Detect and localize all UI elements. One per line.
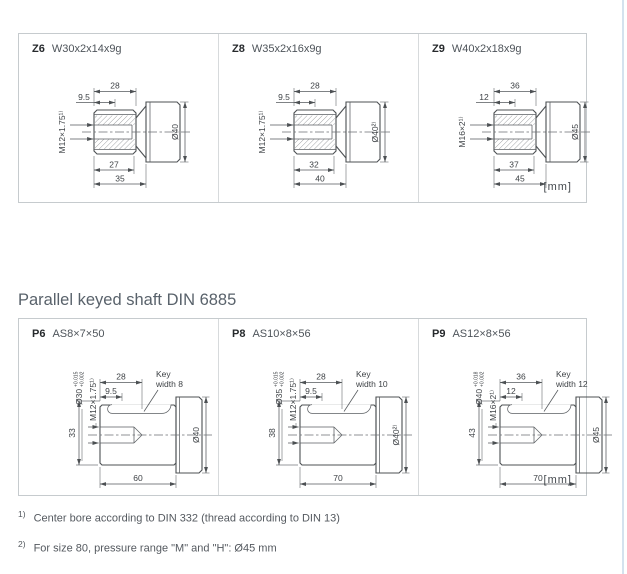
thread-label-group: M16×2¹⁾ xyxy=(488,390,498,421)
panel-cell-p8: P8 AS10×8×56 Ø35 +0.015 +0.002 M12×1.75¹⁾… xyxy=(218,319,418,495)
variant-code: Z9 xyxy=(432,43,445,55)
footnote-text: Center bore according to DIN 332 (thread… xyxy=(33,512,340,525)
dim-offset-label: 12 xyxy=(506,386,516,396)
shaft-diameter-label-group: Ø35 +0.015 +0.002 xyxy=(273,371,285,405)
dim-left-label: 38 xyxy=(267,428,277,438)
technical-drawing-z9: 36 12 M16×2¹⁾ Ø45 37 45 xyxy=(457,81,618,194)
tolerance-upper-label: +0.015 xyxy=(273,371,279,387)
panel-cell-p6: P6 AS8×7×50 Ø30 +0.015 +0.002 M12×1.75¹⁾ … xyxy=(19,319,218,495)
dim-offset-label: 9.5 xyxy=(78,92,90,102)
variant-code: P8 xyxy=(232,328,246,340)
tolerance-lower-label: +0.002 xyxy=(480,371,486,387)
dim-bottom1-label: 37 xyxy=(509,160,519,170)
variant-spec: W30x2x14x9g xyxy=(51,43,122,55)
dim-offset-label: 12 xyxy=(479,92,489,102)
key-width-label-line1: Key xyxy=(356,369,371,379)
dim-top-label: 28 xyxy=(110,81,120,91)
dim-bottom1-label: 27 xyxy=(109,160,119,170)
diameter-label: Ø40²⁾ xyxy=(370,122,380,143)
cell-header: P9 AS12×8×56 xyxy=(432,327,618,341)
panel-cell-p9: P9 AS12×8×56 Ø40 +0.018 +0.002 M16×2¹⁾ 12… xyxy=(418,319,618,495)
dim-bottom2-label: 40 xyxy=(315,174,325,184)
variant-spec: W35x2x16x9g xyxy=(251,43,322,55)
diameter-label: Ø40²⁾ xyxy=(391,425,401,446)
diameter-label: Ø45 xyxy=(591,427,601,443)
technical-drawing-z8: 28 9.5 M12×1.75¹⁾ Ø40²⁾ 32 40 xyxy=(257,81,418,194)
variant-code: P6 xyxy=(32,328,46,340)
unit-label: [mm] xyxy=(543,181,572,193)
dim-bottom-label: 70 xyxy=(533,473,543,483)
diameter-label: Ø40 xyxy=(191,427,201,443)
technical-drawing-z6: 28 9.5 M12×1.75¹⁾ Ø40 27 35 xyxy=(57,81,218,194)
thread-label: M16×2¹⁾ xyxy=(488,390,498,421)
technical-drawing-p9: Ø40 +0.018 +0.002 M16×2¹⁾ 12 36 Key widt… xyxy=(467,369,618,493)
dim-offset-label: 9.5 xyxy=(105,386,117,396)
diameter-label: Ø40 xyxy=(170,124,180,140)
footnote-marker: 1) xyxy=(18,509,26,519)
thread-label: M16×2¹⁾ xyxy=(457,116,467,147)
cell-header: Z9 W40x2x18x9g xyxy=(432,42,618,56)
shaft-diameter-label: Ø40 xyxy=(474,389,484,405)
variant-spec: AS8×7×50 xyxy=(52,328,105,340)
thread-label: M12×1.75¹⁾ xyxy=(88,378,98,421)
cell-header: P8 AS10×8×56 xyxy=(232,327,418,341)
dim-top-label: 28 xyxy=(116,372,126,382)
footnote-text: For size 80, pressure range "M" and "H":… xyxy=(33,542,277,555)
cell-header: Z6 W30x2x14x9g xyxy=(32,42,218,56)
footnote-1: 1) Center bore according to DIN 332 (thre… xyxy=(18,509,340,525)
splined-shaft-panel: Z6 W30x2x14x9g 28 9.5 M12×1.75¹⁾ Ø40 27 3… xyxy=(18,33,587,203)
key-width-label-line1: Key xyxy=(556,369,571,379)
diameter-label: Ø45 xyxy=(570,124,580,140)
cell-header: Z8 W35x2x16x9g xyxy=(232,42,418,56)
dim-left-label: 33 xyxy=(67,428,77,438)
variant-spec: W40x2x18x9g xyxy=(451,43,522,55)
variant-spec: AS10×8×56 xyxy=(252,328,311,340)
dim-top-label: 36 xyxy=(516,372,526,382)
key-width-label-line2: width 12 xyxy=(555,379,588,389)
section-title: Parallel keyed shaft DIN 6885 xyxy=(18,291,237,309)
thread-label-group: M12×1.75¹⁾ xyxy=(288,378,298,421)
panel-cell-z9: Z9 W40x2x18x9g 36 12 M16×2¹⁾ Ø45 37 45 xyxy=(418,34,618,202)
dim-bottom-label: 60 xyxy=(133,473,143,483)
key-width-label-line2: width 10 xyxy=(355,379,388,389)
cell-header: P6 AS8×7×50 xyxy=(32,327,218,341)
shaft-diameter-label-group: Ø40 +0.018 +0.002 xyxy=(473,371,485,405)
technical-drawing-p8: Ø35 +0.015 +0.002 M12×1.75¹⁾ 9.5 28 Key … xyxy=(267,369,418,493)
key-width-label-line2: width 8 xyxy=(155,379,183,389)
dim-bottom-label: 70 xyxy=(333,473,343,483)
unit-label: [mm] xyxy=(543,474,572,486)
shaft-diameter-label: Ø35 xyxy=(274,389,284,405)
dim-bottom2-label: 35 xyxy=(115,174,125,184)
keyed-shaft-panel: P6 AS8×7×50 Ø30 +0.015 +0.002 M12×1.75¹⁾ … xyxy=(18,318,587,496)
technical-drawing-p6: Ø30 +0.015 +0.002 M12×1.75¹⁾ 9.5 28 Key … xyxy=(67,369,218,493)
dim-bottom1-label: 32 xyxy=(309,160,319,170)
shaft-diameter-label-group: Ø30 +0.015 +0.002 xyxy=(73,371,85,405)
dim-bottom2-label: 45 xyxy=(515,174,525,184)
footnote-marker: 2) xyxy=(18,539,26,549)
dim-top-label: 28 xyxy=(316,372,326,382)
variant-spec: AS12×8×56 xyxy=(452,328,511,340)
tolerance-upper-label: +0.018 xyxy=(473,371,479,387)
panel-cell-z6: Z6 W30x2x14x9g 28 9.5 M12×1.75¹⁾ Ø40 27 3… xyxy=(19,34,218,202)
dim-offset-label: 9.5 xyxy=(278,92,290,102)
tolerance-lower-label: +0.002 xyxy=(80,371,86,387)
thread-label: M12×1.75¹⁾ xyxy=(257,111,267,154)
dim-top-label: 36 xyxy=(510,81,520,91)
dim-left-label: 43 xyxy=(467,428,477,438)
dim-offset-label: 9.5 xyxy=(305,386,317,396)
tolerance-upper-label: +0.015 xyxy=(73,371,79,387)
variant-code: Z6 xyxy=(32,43,45,55)
shaft-diameter-label: Ø30 xyxy=(74,389,84,405)
variant-code: P9 xyxy=(432,328,446,340)
thread-label: M12×1.75¹⁾ xyxy=(288,378,298,421)
page-edge-divider xyxy=(622,0,624,574)
panel-cell-z8: Z8 W35x2x16x9g 28 9.5 M12×1.75¹⁾ Ø40²⁾ 32… xyxy=(218,34,418,202)
dim-top-label: 28 xyxy=(310,81,320,91)
thread-label: M12×1.75¹⁾ xyxy=(57,111,67,154)
footnote-2: 2) For size 80, pressure range "M" and "H… xyxy=(18,539,277,555)
thread-label-group: M12×1.75¹⁾ xyxy=(88,378,98,421)
variant-code: Z8 xyxy=(232,43,245,55)
tolerance-lower-label: +0.002 xyxy=(280,371,286,387)
key-width-label-line1: Key xyxy=(156,369,171,379)
